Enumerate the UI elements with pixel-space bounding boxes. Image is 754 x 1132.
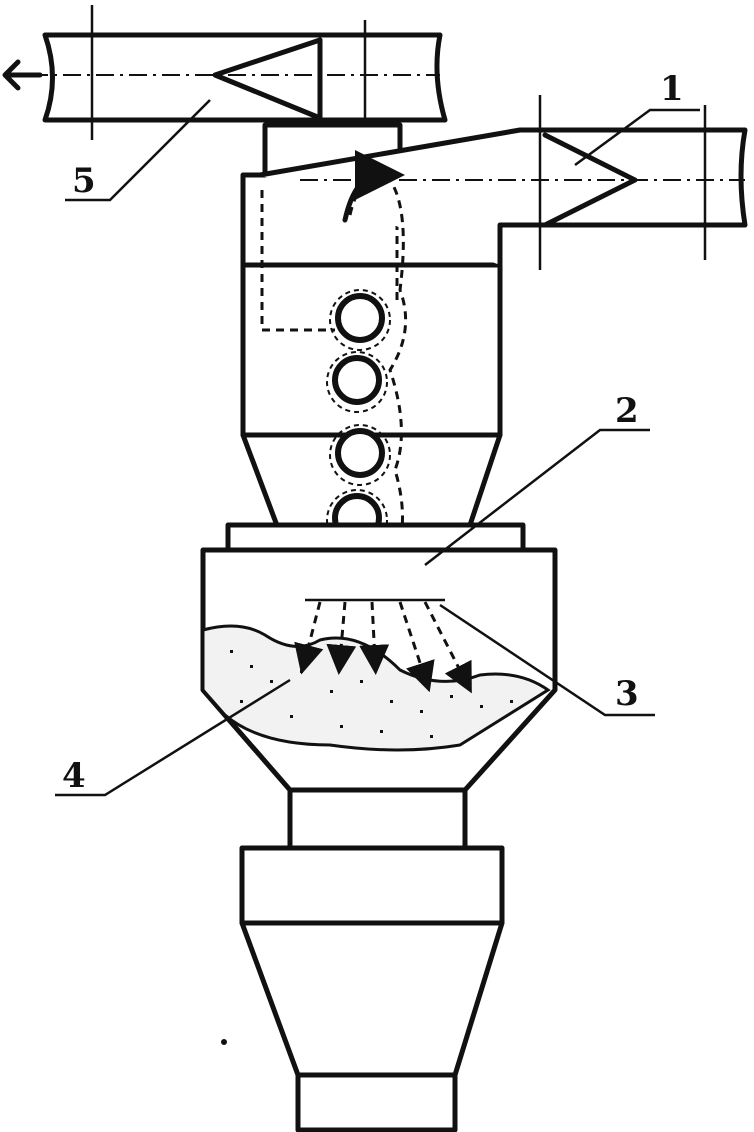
lower-neck: [287, 787, 468, 851]
outlet-duct: [2, 5, 448, 140]
label-2-group: 2: [424, 391, 650, 566]
bottom-hopper: [221, 845, 505, 1132]
label-5-group: 5: [65, 99, 211, 202]
label-1-group: 1: [574, 69, 700, 167]
airflow-path: [342, 150, 408, 596]
label-5: 5: [72, 161, 96, 201]
spray-arrows: [294, 601, 472, 694]
label-3: 3: [615, 674, 639, 714]
grinding-rollers: [326, 289, 391, 551]
material-bed: [201, 624, 551, 752]
label-3-group: 3: [439, 603, 655, 717]
label-1: 1: [660, 69, 684, 109]
label-4: 4: [62, 756, 86, 796]
label-4-group: 4: [55, 678, 291, 797]
label-2: 2: [615, 391, 639, 431]
